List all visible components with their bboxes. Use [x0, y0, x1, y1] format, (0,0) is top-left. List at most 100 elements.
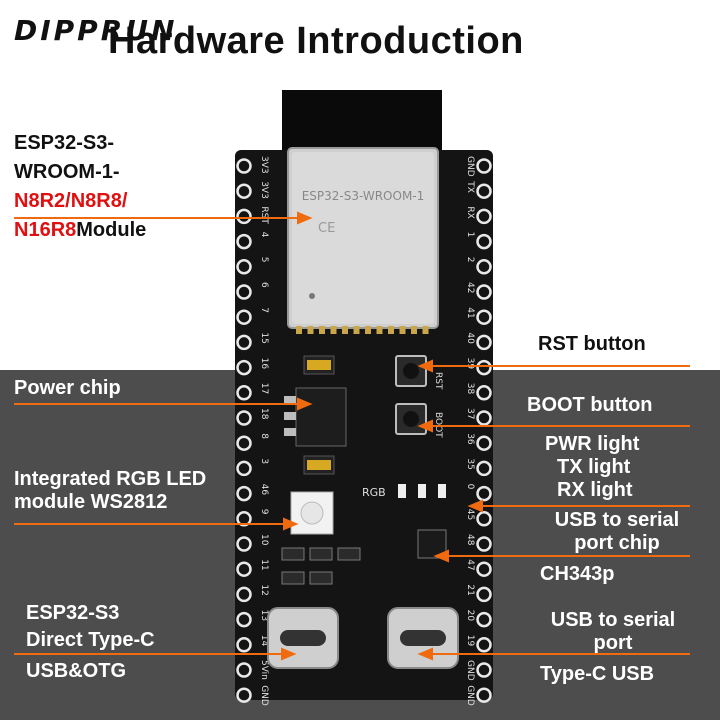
rgb-silkscreen: RGB [362, 486, 386, 499]
pin-pad [476, 561, 492, 577]
arrow-boot-head [417, 419, 433, 433]
arrow-otg-head [281, 647, 297, 661]
pin-pad [476, 536, 492, 552]
castellation [422, 326, 429, 334]
pin-label: 5 [259, 257, 269, 263]
pin-pad [236, 284, 252, 300]
pin-pad [476, 208, 492, 225]
module-label: ESP32-S3- WROOM-1- N8R2/N8R8/ N16R8Modul… [14, 132, 146, 242]
castellation [376, 326, 383, 334]
rst-button-cap [403, 363, 419, 379]
usb-chip-label: USB to serial port chip [532, 509, 702, 555]
power-chip-lead [284, 412, 296, 420]
direct-typec-label: ESP32-S3 Direct Type-C USB&OTG [26, 602, 155, 683]
arrow-usb-chip-head [433, 549, 449, 563]
pin-pad [476, 586, 492, 603]
pin-pad [476, 158, 492, 174]
module-silkscreen: ESP32-S3-WROOM-1 [302, 189, 425, 203]
power-chip-lead [284, 428, 296, 436]
lights-label-pwr: PWR light [545, 433, 640, 455]
ce-mark: CE [318, 221, 335, 236]
pin-pad [476, 385, 492, 401]
module-label-line1: ESP32-S3- [14, 132, 115, 154]
pin-label: 13 [259, 610, 269, 621]
direct-typec-label-line1: ESP32-S3 [26, 602, 120, 624]
pin-pad [236, 460, 252, 477]
usb-chip-label-line2: port chip [574, 532, 660, 554]
pin-pad [236, 233, 252, 250]
pin-label: 7 [259, 307, 269, 313]
pin-label: 48 [465, 534, 475, 546]
pin-label: GND [465, 660, 475, 681]
pin-pad [476, 410, 492, 426]
castellation [353, 326, 360, 334]
pin-label: 3 [259, 458, 269, 464]
boot-button-label: BOOT button [527, 394, 653, 416]
pin-label: 3V3 [259, 181, 269, 199]
arrow-rst-head [417, 359, 433, 373]
castellation [365, 326, 371, 334]
arrow-lights-head [467, 499, 483, 513]
pin-pad [476, 359, 492, 376]
direct-typec-label-line2: Direct Type-C [26, 629, 155, 651]
pin-pad [476, 662, 492, 678]
right-pin-labels: GNDTXRX1242414039383736350454847212019GN… [465, 156, 475, 706]
arrow-rgb-head [283, 517, 299, 531]
capacitor-bottom-body [307, 460, 331, 470]
usb-c-otg-port [280, 630, 326, 646]
pin-label: 40 [465, 332, 475, 344]
pin-label: 2 [465, 257, 475, 263]
pin-label: 45 [465, 509, 475, 520]
pin-label: 19 [465, 635, 475, 647]
rgb-led-lens [300, 501, 324, 525]
arrow-power-head [297, 397, 313, 411]
boot-button-cap [403, 411, 419, 427]
castellation [319, 326, 325, 334]
pin-pad [236, 637, 252, 653]
pin-label: 37 [465, 408, 475, 419]
pin-pad [236, 687, 252, 703]
castellation [330, 326, 337, 334]
ch343-label: CH343p [540, 563, 615, 585]
arrow-serial-head [417, 647, 433, 661]
pin-pad [476, 485, 492, 502]
pin-pad [476, 309, 492, 325]
direct-typec-label-line3: USB&OTG [26, 660, 126, 682]
callout-arrows [14, 211, 690, 661]
serial-port-label: USB to serial port [528, 609, 698, 655]
module-pin1-dot [309, 293, 315, 299]
pin-pad [236, 485, 252, 502]
pin-pad [236, 334, 252, 351]
pin-label: RST [259, 206, 269, 224]
pin-label: TX [465, 180, 475, 193]
castellation [296, 326, 302, 334]
pin-pad [476, 233, 492, 250]
pin-label: 42 [465, 282, 475, 293]
pin-label: 46 [259, 484, 269, 496]
pin-label: 1 [465, 232, 475, 238]
pin-pad [476, 611, 492, 628]
pin-label: 9 [259, 509, 269, 515]
pin-label: 20 [465, 610, 475, 622]
pin-pad [476, 284, 492, 300]
passive [309, 571, 333, 585]
power-chip [295, 387, 347, 447]
pin-label: 8 [259, 433, 269, 439]
castellation [399, 326, 406, 334]
rx-led [438, 484, 446, 498]
lights-label-tx: TX light [557, 456, 631, 478]
passive [281, 571, 305, 585]
pin-pad [476, 259, 492, 275]
pin-label: 18 [259, 408, 269, 420]
pin-label: 3V3 [259, 156, 269, 174]
power-chip-lead [284, 396, 296, 404]
capacitor-top-body [307, 360, 331, 370]
typec-usb-label: Type-C USB [540, 663, 655, 685]
right-pin-header [476, 158, 492, 703]
pin-pad [236, 259, 252, 275]
lights-label: PWR light TX light RX light [545, 433, 720, 502]
pin-pad [476, 511, 492, 527]
pin-pad [236, 611, 252, 628]
tx-led [418, 484, 426, 498]
pin-label: 5Vin [259, 660, 269, 680]
